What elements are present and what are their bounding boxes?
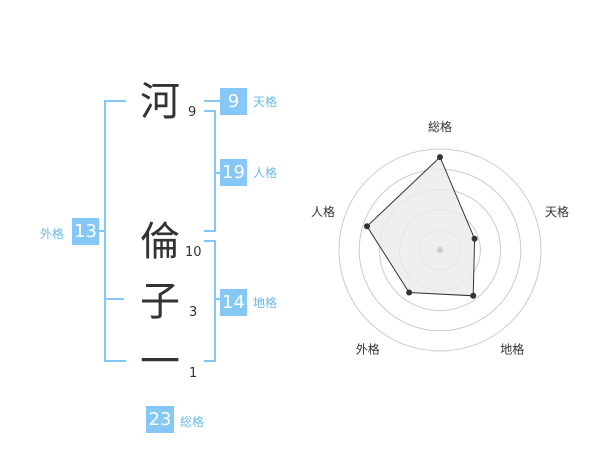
jinkaku-connector bbox=[214, 172, 220, 174]
tenkaku-value: 9 bbox=[220, 88, 247, 115]
gaikaku-value: 13 bbox=[72, 218, 99, 245]
jinkaku-value: 19 bbox=[220, 159, 247, 186]
chikaku-label: 地格 bbox=[253, 296, 278, 310]
radar-axis-label-4: 外格 bbox=[356, 342, 380, 357]
radar-ring bbox=[358, 168, 522, 332]
gaikaku-bracket-mid bbox=[104, 298, 124, 300]
name-char-4: 一 bbox=[140, 339, 180, 385]
radar-point-5 bbox=[363, 223, 370, 230]
stroke-count-4: 1 bbox=[189, 366, 198, 381]
radar-rings bbox=[338, 148, 542, 352]
stroke-count-2: 10 bbox=[185, 245, 202, 260]
radar-center-dot bbox=[437, 247, 443, 253]
radar-axis-label-5: 人格 bbox=[311, 204, 335, 219]
tenkaku-label: 天格 bbox=[253, 95, 278, 109]
gaikaku-bracket bbox=[104, 100, 126, 362]
radar-point-3 bbox=[470, 292, 477, 299]
radar-axis-label-1: 総格 bbox=[428, 119, 452, 134]
chikaku-value: 14 bbox=[220, 289, 247, 316]
name-char-3: 子 bbox=[140, 279, 180, 325]
radar-polygon bbox=[366, 156, 476, 297]
radar-point-2 bbox=[471, 235, 478, 242]
soukaku-label: 総格 bbox=[180, 415, 205, 429]
radar-point-1 bbox=[437, 154, 443, 161]
name-char-2: 倫 bbox=[140, 219, 180, 265]
radar-ring bbox=[419, 229, 461, 271]
radar-points bbox=[363, 154, 478, 299]
chikaku-bracket bbox=[204, 240, 216, 362]
jinkaku-label: 人格 bbox=[253, 166, 278, 180]
radar-ring bbox=[338, 148, 542, 352]
radar-ring bbox=[378, 188, 502, 312]
radar-point-4 bbox=[406, 289, 413, 296]
soukaku-value: 23 bbox=[146, 406, 174, 433]
tenkaku-connector bbox=[204, 100, 220, 102]
jinkaku-bracket bbox=[204, 110, 216, 232]
stroke-count-3: 3 bbox=[189, 305, 198, 320]
radar-axis-label-3: 地格 bbox=[500, 342, 524, 357]
stroke-count-1: 9 bbox=[188, 105, 197, 120]
gaikaku-connector bbox=[98, 230, 104, 232]
gaikaku-label: 外格 bbox=[40, 227, 65, 241]
name-char-1: 河 bbox=[140, 79, 180, 125]
radar-ring bbox=[399, 209, 481, 291]
radar-axis-label-2: 天格 bbox=[545, 204, 569, 219]
chikaku-connector bbox=[214, 298, 220, 300]
